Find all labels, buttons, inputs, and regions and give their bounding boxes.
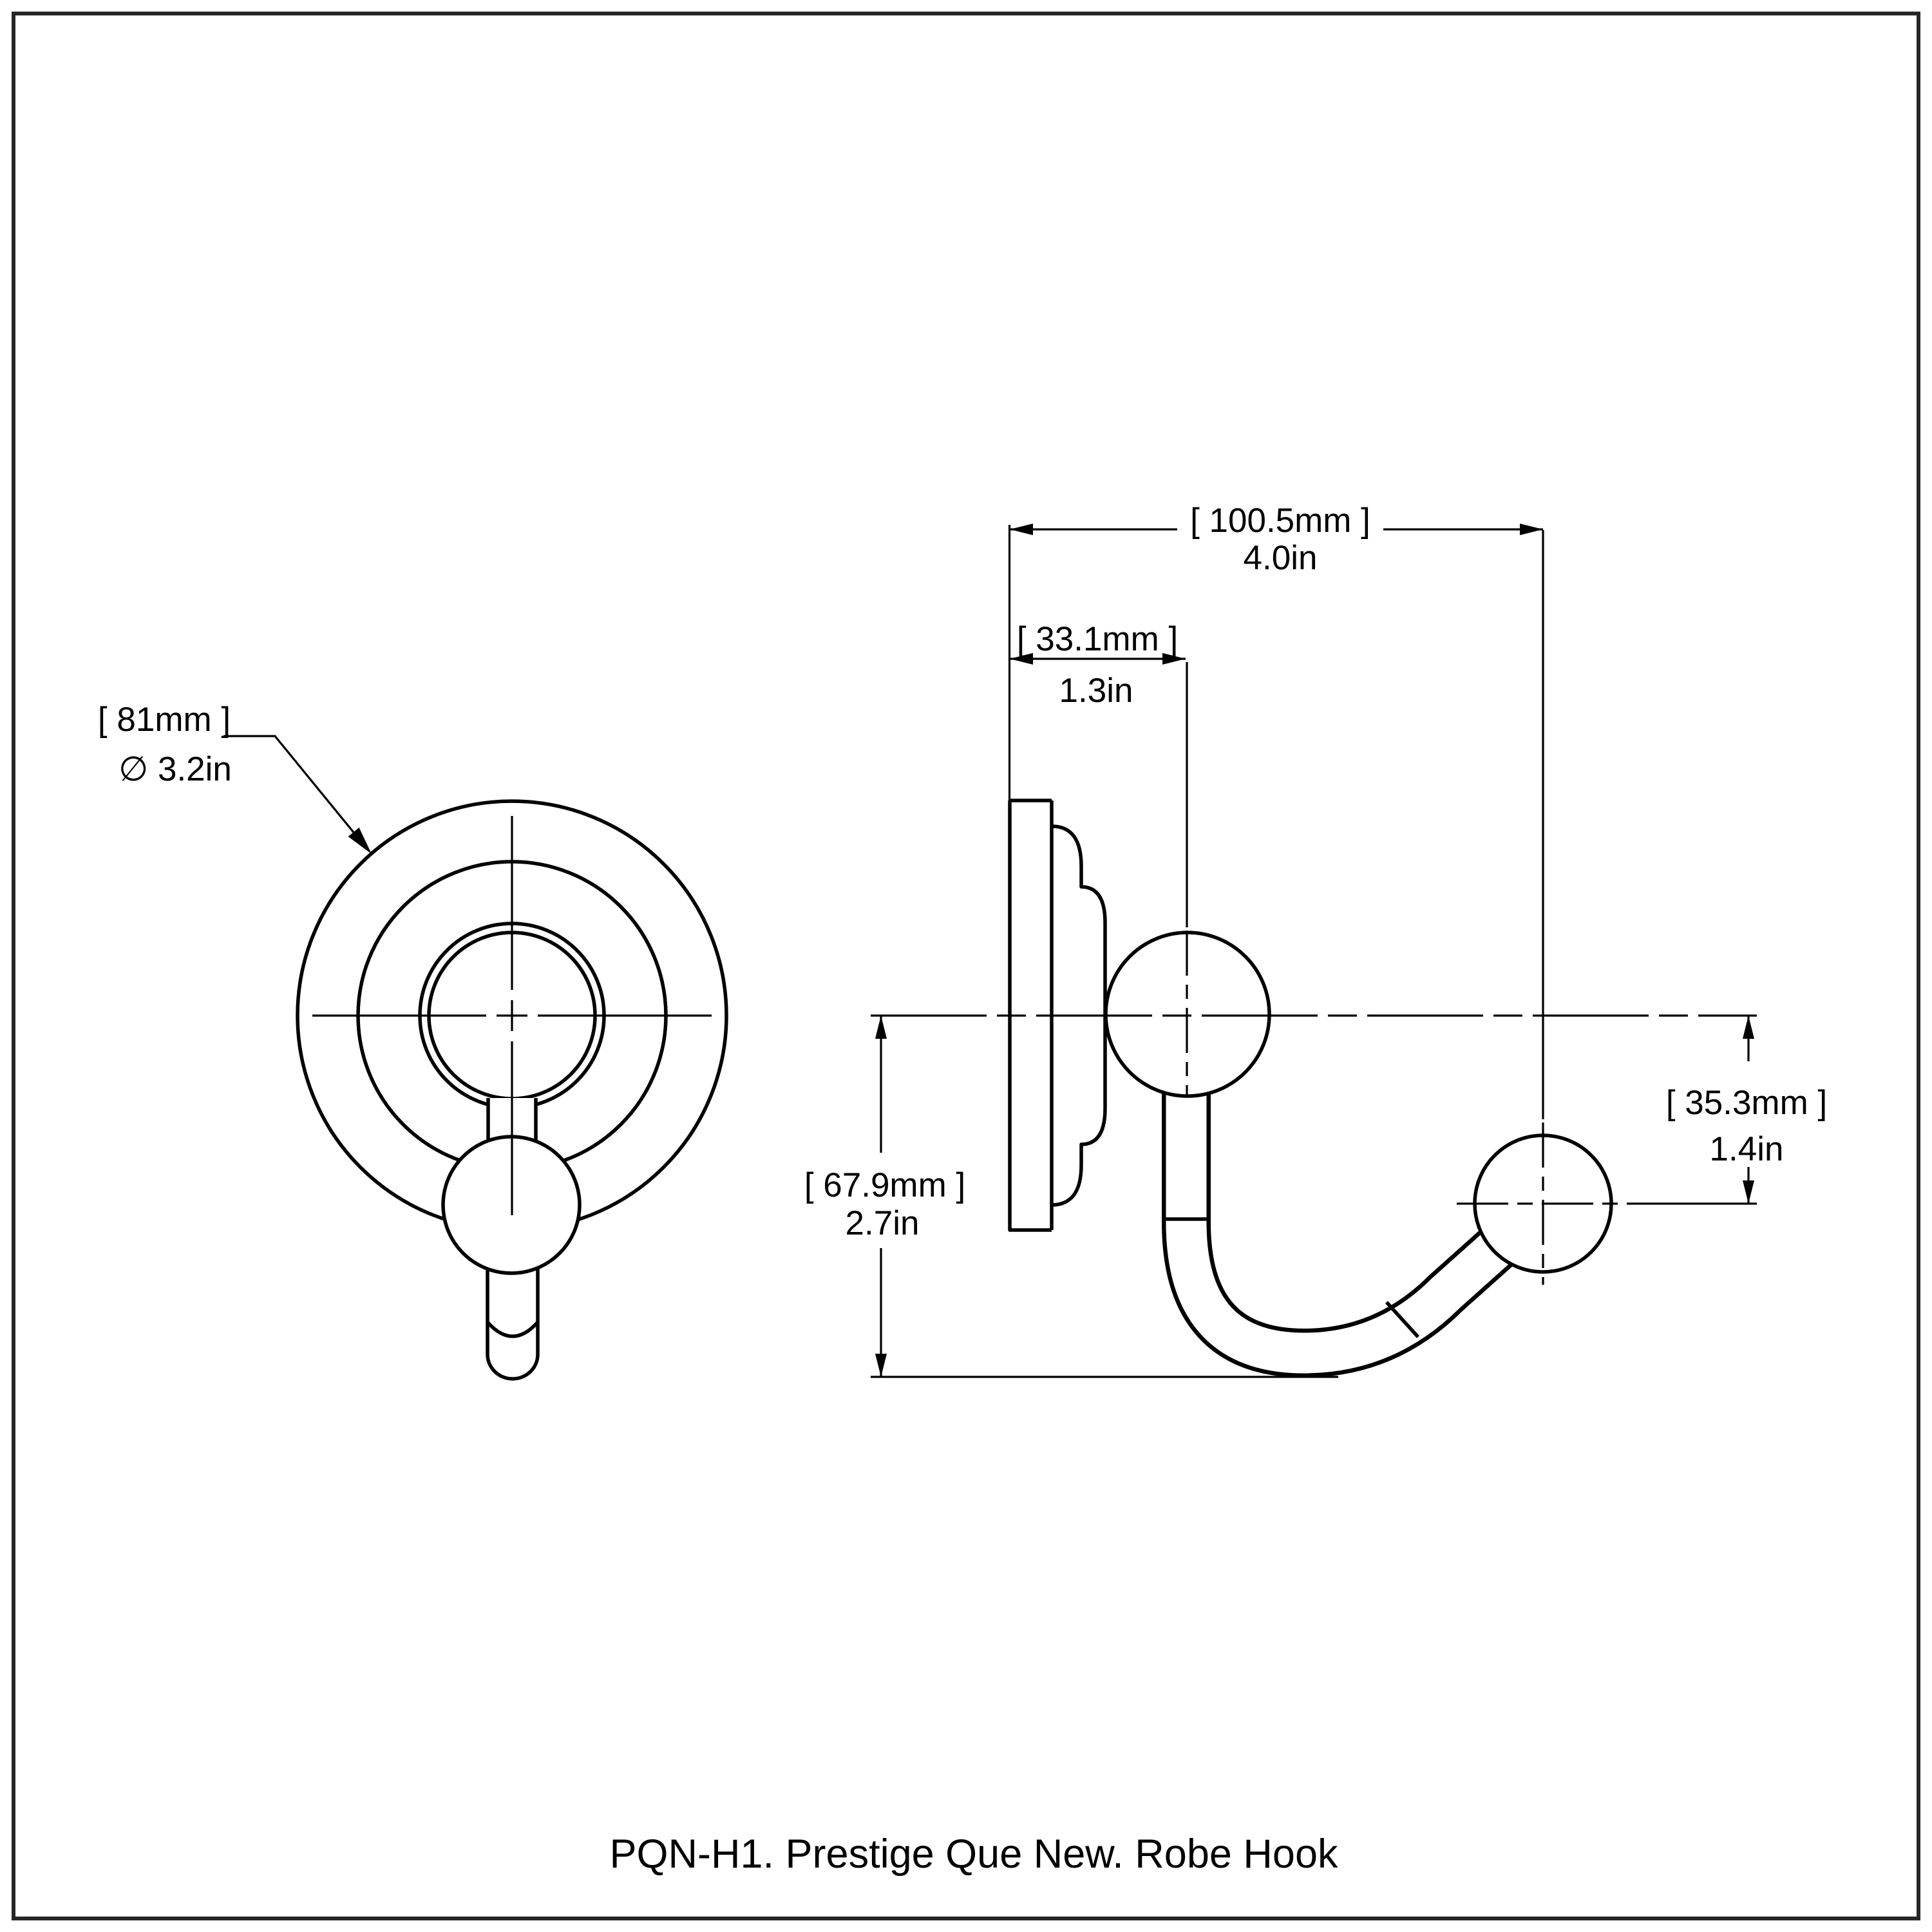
height-in-label: 2.7in xyxy=(846,1204,920,1242)
dim-projection: [ 100.5mm ] 4.0in xyxy=(1010,502,1543,577)
hook-arm-core xyxy=(1166,1082,1514,1374)
drop-mm-label: [ 35.3mm ] xyxy=(1666,1084,1827,1122)
dim-height: [ 67.9mm ] 2.7in xyxy=(804,1016,965,1377)
dim-offset: [ 33.1mm ] 1.3in xyxy=(1010,620,1186,710)
offset-in-label: 1.3in xyxy=(1059,672,1133,710)
arm-joint-line-2 xyxy=(1385,1301,1420,1338)
diameter-leader-line xyxy=(223,735,365,846)
dim-drop: [ 35.3mm ] 1.4in xyxy=(1666,1016,1827,1204)
hook-curve-front-edge xyxy=(486,1321,540,1338)
drop-in-label: 1.4in xyxy=(1710,1130,1784,1168)
projection-in-label: 4.0in xyxy=(1244,539,1318,577)
leader-arrowhead-icon xyxy=(348,828,372,854)
height-mm-label: [ 67.9mm ] xyxy=(804,1166,965,1204)
front-diameter-mm-label: [ 81mm ] xyxy=(98,701,231,739)
drawing-caption: PQN-H1. Prestige Que New. Robe Hook xyxy=(610,1832,1338,1877)
projection-mm-label: [ 100.5mm ] xyxy=(1190,502,1370,540)
offset-mm-label: [ 33.1mm ] xyxy=(1017,620,1178,658)
front-view: [ 81mm ] ∅ 3.2in xyxy=(98,701,728,1381)
sheet-border xyxy=(12,12,1920,1920)
side-view: [ 100.5mm ] 4.0in [ 33.1mm ] 1.3in [ 67.… xyxy=(804,502,1827,1378)
front-diameter-in-label: ∅ 3.2in xyxy=(118,750,232,788)
hook-stem-front xyxy=(486,1267,540,1381)
